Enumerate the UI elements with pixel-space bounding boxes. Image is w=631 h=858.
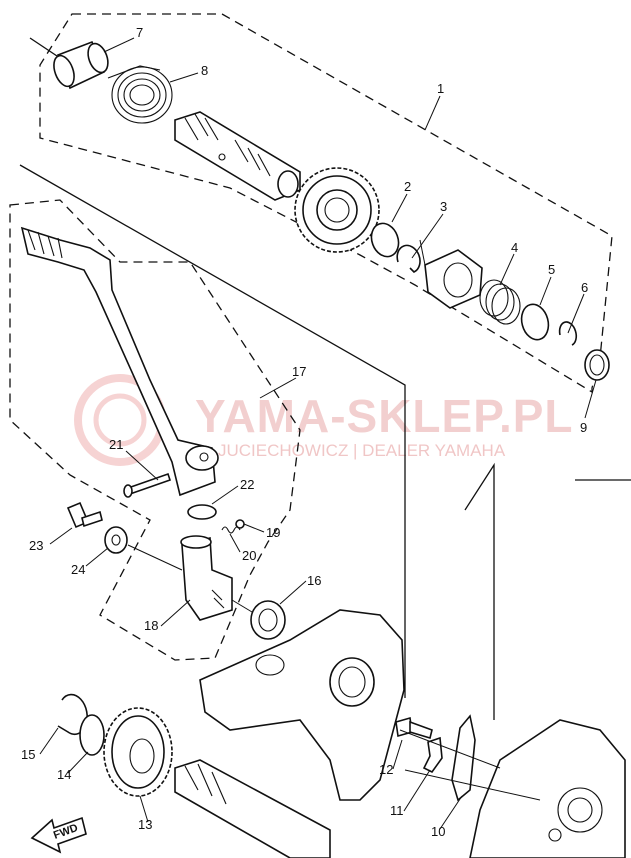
circlip-part-6 xyxy=(558,321,578,346)
oil-seal-part-9 xyxy=(584,349,610,381)
fwd-arrow-icon: FWD xyxy=(30,816,87,854)
callout-9: 9 xyxy=(580,420,587,435)
callout-1: 1 xyxy=(437,81,444,96)
crankcase-cover xyxy=(199,609,405,801)
ratchet-wheel xyxy=(424,249,483,309)
watermark-brand: YAMA-SKLEP.PL xyxy=(195,390,574,442)
collar-part-7 xyxy=(53,40,109,90)
callout-5: 5 xyxy=(548,262,555,277)
circlip-part-3 xyxy=(396,244,421,273)
callout-2: 2 xyxy=(404,179,411,194)
plate-part-10 xyxy=(451,714,476,802)
kick-boss-part-18 xyxy=(180,535,233,621)
callout-10: 10 xyxy=(431,824,445,839)
torsion-spring-part-8 xyxy=(107,65,173,124)
crankcase-outline xyxy=(19,37,631,720)
spring-part-20 xyxy=(221,526,241,534)
washer-part-24 xyxy=(104,526,128,554)
callout-8: 8 xyxy=(201,63,208,78)
callout-4: 4 xyxy=(511,240,518,255)
washer-part-2 xyxy=(370,222,400,258)
callout-labels: 1 2 3 4 5 6 7 8 9 10 11 12 13 14 15 16 1… xyxy=(21,25,588,839)
kick-crank-lever xyxy=(20,226,219,497)
assembly-1-boundary xyxy=(39,13,613,394)
callout-19: 19 xyxy=(266,525,280,540)
callout-12: 12 xyxy=(379,762,393,777)
circlip-part-15 xyxy=(57,693,88,736)
callout-15: 15 xyxy=(21,747,35,762)
spring-part-4 xyxy=(479,279,521,325)
callout-leaders xyxy=(39,37,597,830)
callout-7: 7 xyxy=(136,25,143,40)
callout-3: 3 xyxy=(440,199,447,214)
callout-24: 24 xyxy=(71,562,85,577)
engine-housing-fragment xyxy=(469,719,626,858)
callout-16: 16 xyxy=(307,573,321,588)
assembly-17-boundary xyxy=(9,199,301,661)
washer-part-14 xyxy=(79,714,105,756)
callout-11: 11 xyxy=(390,803,404,818)
callout-22: 22 xyxy=(240,477,254,492)
idler-gear-part-13 xyxy=(103,707,173,797)
o-ring-part-22 xyxy=(187,504,217,520)
oil-seal-part-16 xyxy=(250,600,286,640)
callout-23: 23 xyxy=(29,538,43,553)
explode-lines xyxy=(127,239,541,801)
callout-21: 21 xyxy=(109,437,123,452)
bolt-part-21 xyxy=(123,472,172,498)
transmission-shaft xyxy=(174,759,331,858)
callout-20: 20 xyxy=(242,548,256,563)
guide-part-11 xyxy=(422,736,443,774)
callout-18: 18 xyxy=(144,618,158,633)
callout-13: 13 xyxy=(138,817,152,832)
washer-part-5 xyxy=(520,303,550,341)
bolt-part-12 xyxy=(395,716,433,740)
bolt-part-23 xyxy=(66,501,103,529)
kick-gear xyxy=(294,167,380,253)
kick-axle-shaft xyxy=(174,111,301,201)
callout-17: 17 xyxy=(292,364,306,379)
watermark: YAMA-SKLEP.PL JUCIECHOWICZ | DEALER YAMA… xyxy=(74,374,574,466)
watermark-subtitle: JUCIECHOWICZ | DEALER YAMAHA xyxy=(218,441,506,460)
callout-6: 6 xyxy=(581,280,588,295)
callout-14: 14 xyxy=(57,767,71,782)
